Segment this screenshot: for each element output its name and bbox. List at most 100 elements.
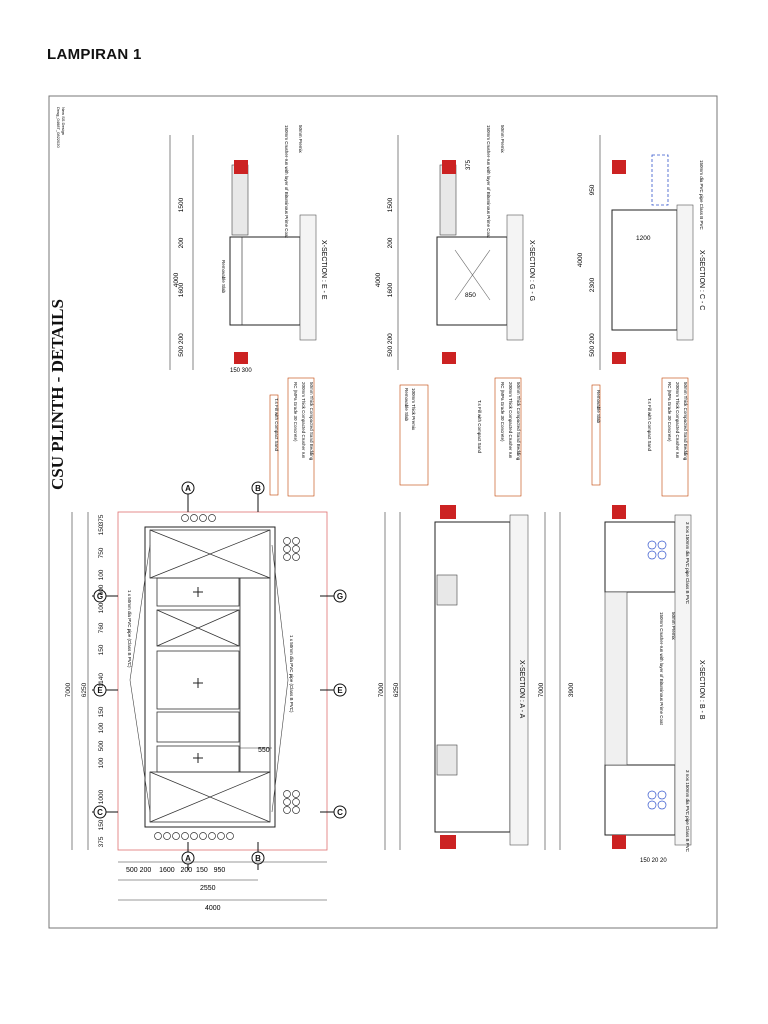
section-gg-dim-1600: 1600 [387,282,394,297]
section-aa-kerb-top [440,505,456,519]
plan-pipe [172,832,180,840]
marker-c-left [93,805,107,819]
section-bb-legend-crusher: 200mm Thick Compacted Crusher run [675,382,680,459]
plan-pipe [190,832,198,840]
title-block-line-1: New SS Design [61,107,66,135]
section-ee-removable-slab: Removable Slab [221,260,226,294]
plan-pipe [199,514,207,522]
plan-pipe [292,790,300,798]
plan-pipe [163,832,171,840]
section-gg-kerb-bottom [442,352,456,364]
section-aa-body [434,521,511,833]
section-aa-legend-rc: RC (MPa Grade 30 Concrete) [500,382,505,442]
plan-dim-2550: 2550 [200,885,216,892]
title-block-line-2: Drwg_0468T_0822020 [56,107,61,148]
plan-dim-150: 150 [98,706,105,717]
section-bb-pipe [657,800,667,810]
section-bb-legend-rc: RC (MPa Grade 30 Concrete) [667,382,672,442]
section-aa-label-box [399,384,429,486]
section-gg-premix-label: 50mm Premix [500,125,505,154]
section-gg-chamber [436,236,508,326]
marker-e-right-label: E [337,686,343,695]
document-heading: LAMPIRAN 1 [47,46,142,63]
section-cc-chamber [611,209,678,331]
plan-chamber-2 [156,577,240,607]
plan-dim-150: 150 [98,644,105,655]
section-gg-dim-375: 375 [466,159,472,170]
plan-side-channel [239,577,271,773]
section-ee-title: X-SECTION : E - E [320,240,327,300]
marker-e-right [333,683,347,697]
section-aa-stone: 100mm Thick Premix [411,388,416,431]
section-bb-pvc-label-top: 3 nos 150mm dia PVC pipe Class B PVC [685,522,690,605]
plan-chamber-3-cross-b [156,609,240,647]
section-bb-pipe [647,800,657,810]
plan-pvc-run-left [129,679,151,813]
legend-box-compact-sand [269,394,279,496]
section-gg-cross-b [454,249,491,301]
section-gg-dim-1500: 1500 [387,197,394,212]
section-aa-vault-1 [436,574,458,606]
marker-g-right-label: G [337,592,343,601]
plan-dim-100: 100 [98,569,105,580]
section-bb-pipe [647,790,657,800]
section-bb-pvc-label-bottom: 3 nos 150mm dia PVC pipe Class B PVC [685,770,690,853]
section-bb-duct [604,591,628,766]
section-aa-vault-2 [436,744,458,776]
plan-pipe [292,553,300,561]
section-ee-pipe-stack [231,164,249,236]
plan-pipe [283,806,291,814]
section-gg-dim-500-200: 500 200 [387,333,394,357]
plan-dim-750: 750 [98,547,105,558]
sheet-border [48,95,718,929]
plan-pvc-label-right: 1 x 50mm dia PVC pipe (Class B PVC) [289,635,294,713]
marker-b-top [251,481,265,495]
section-bb-removable-box [591,384,601,486]
section-gg-crusher-label: 150mm Crusher-run with layer of Bitumino… [486,125,491,239]
plan-chamber-5 [156,711,240,743]
section-cc-kerb-top [612,160,626,174]
section-ee-kerb-bottom [234,352,248,364]
section-bb-pipe [657,790,667,800]
plan-boundary [117,511,328,851]
marker-c-left-label: C [97,808,103,817]
section-bb-pipe [657,540,667,550]
section-aa-dim-7000: 7000 [378,682,385,697]
section-cc-dim-500-200: 500 200 [589,333,596,357]
legend-box-layers [287,377,315,497]
section-aa-legend-box [494,377,522,497]
plan-dim-4000: 4000 [205,905,221,912]
section-ee-premix-label: 50mm Premix [298,125,303,154]
plan-pipe [190,514,198,522]
marker-a-bottom-label: A [185,854,191,863]
section-ee-slab [229,236,243,326]
section-gg-fill [506,214,524,341]
plan-dim-150: 150 [98,819,105,830]
section-ee-crusher-label: 150mm Crusher-run with layer of Bitumino… [284,125,289,239]
marker-a-top [181,481,195,495]
plan-pipe [292,798,300,806]
legend: T.s Fill with Compact Sand RC (MPa Grade… [269,377,315,497]
section-cc-pipe-top [651,154,669,206]
legend-sand-50: 50mm Thick Compacted Sand Bedding [309,382,314,461]
plan-dim-600: 600 [98,584,105,595]
section-aa-compact-sand: T.s Fill with Compact Sand [477,400,482,454]
marker-a-top-label: A [185,484,191,493]
plan-pipe [292,545,300,553]
section-bb-kerb-top [612,505,626,519]
section-aa-removable-slab: Removable Slab [404,388,409,422]
section-bb-legend-box [661,377,689,497]
section-aa-kerb-bottom [440,835,456,849]
section-ee-dim-150-300: 150 300 [230,368,252,374]
marker-g-right [333,589,347,603]
drawing-title: CSU PLINTH - DETAILS [48,299,67,490]
marker-g-left [93,589,107,603]
plan-dim-6250: 6250 [81,682,88,697]
section-cc-dim-950: 950 [589,184,596,195]
marker-c-right-label: C [337,808,343,817]
marker-c-right [333,805,347,819]
section-bb-pipe [647,550,657,560]
plan-dim-550: 550 [258,747,270,754]
section-bb-chamber-bottom [604,764,676,836]
plan-dim-760: 760 [98,622,105,633]
